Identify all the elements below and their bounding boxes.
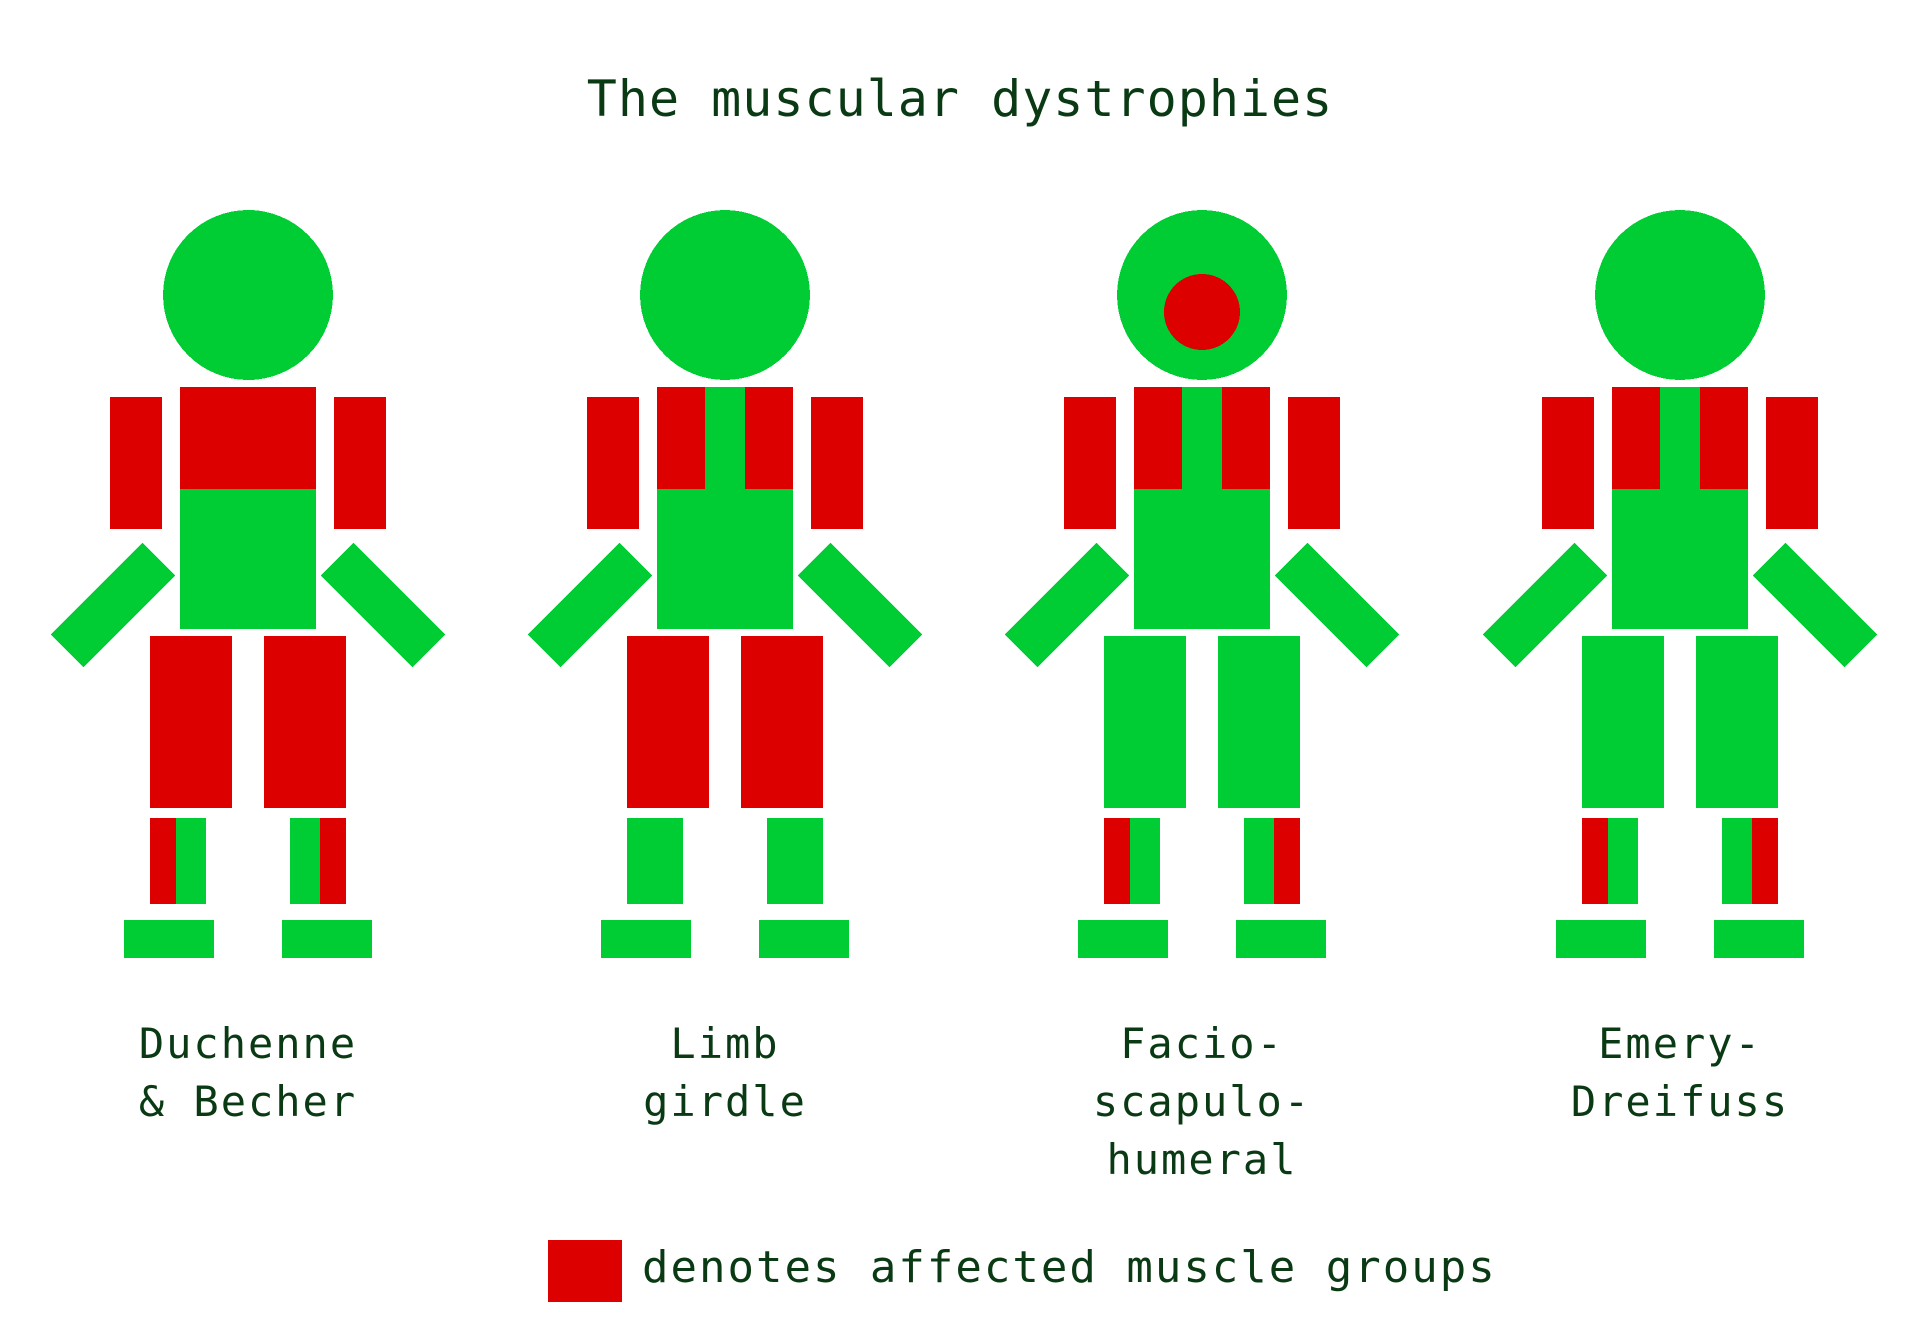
figure-3 bbox=[1005, 210, 1399, 958]
figure-label-line: Dreifuss bbox=[1500, 1073, 1860, 1131]
figure-label-line: Duchenne bbox=[68, 1015, 428, 1073]
head bbox=[163, 210, 333, 380]
thigh-right bbox=[1218, 636, 1300, 808]
shin-left-outer bbox=[1582, 818, 1608, 904]
foot-left bbox=[1556, 920, 1646, 958]
thigh-left bbox=[1104, 636, 1186, 808]
shoulder-right bbox=[1222, 387, 1270, 491]
legend-swatch-affected bbox=[548, 1240, 622, 1302]
figure-label-4: Emery-Dreifuss bbox=[1500, 1015, 1860, 1131]
shin-left-outer bbox=[150, 818, 176, 904]
figure-label-3: Facio-scapulo-humeral bbox=[1022, 1015, 1382, 1189]
thigh-right bbox=[1696, 636, 1778, 808]
abdomen bbox=[1612, 489, 1748, 629]
chest bbox=[180, 387, 316, 491]
figure-label-line: humeral bbox=[1022, 1131, 1382, 1189]
figure-1 bbox=[51, 210, 445, 958]
thigh-left bbox=[150, 636, 232, 808]
foot-left bbox=[601, 920, 691, 958]
upper-arm-right bbox=[811, 397, 863, 529]
shoulder-left bbox=[1134, 387, 1182, 491]
shoulder-left bbox=[1612, 387, 1660, 491]
foot-left bbox=[1078, 920, 1168, 958]
abdomen bbox=[657, 489, 793, 629]
upper-arm-right bbox=[1288, 397, 1340, 529]
upper-arm-left bbox=[1542, 397, 1594, 529]
figure-2 bbox=[528, 210, 922, 958]
foot-right bbox=[759, 920, 849, 958]
shoulder-left bbox=[657, 387, 705, 491]
shin-right-outer bbox=[320, 818, 346, 904]
foot-right bbox=[1714, 920, 1804, 958]
thigh-right bbox=[741, 636, 823, 808]
thigh-left bbox=[627, 636, 709, 808]
abdomen bbox=[1134, 489, 1270, 629]
thigh-left bbox=[1582, 636, 1664, 808]
legend-text: denotes affected muscle groups bbox=[642, 1242, 1497, 1293]
thigh-right bbox=[264, 636, 346, 808]
shin-left-outer bbox=[1104, 818, 1130, 904]
figure-label-line: girdle bbox=[545, 1073, 905, 1131]
foot-right bbox=[282, 920, 372, 958]
foot-left bbox=[124, 920, 214, 958]
upper-arm-left bbox=[110, 397, 162, 529]
figure-label-1: Duchenne& Becher bbox=[68, 1015, 428, 1131]
figure-label-line: Limb bbox=[545, 1015, 905, 1073]
figure-label-line: scapulo- bbox=[1022, 1073, 1382, 1131]
figure-label-line: Facio- bbox=[1022, 1015, 1382, 1073]
upper-arm-left bbox=[587, 397, 639, 529]
foot-right bbox=[1236, 920, 1326, 958]
upper-arm-left bbox=[1064, 397, 1116, 529]
shin-right-outer bbox=[1274, 818, 1300, 904]
shin-right-outer bbox=[1752, 818, 1778, 904]
abdomen bbox=[180, 489, 316, 629]
upper-arm-right bbox=[1766, 397, 1818, 529]
shin-right bbox=[767, 818, 823, 904]
figure-label-line: Emery- bbox=[1500, 1015, 1860, 1073]
head bbox=[1595, 210, 1765, 380]
head bbox=[640, 210, 810, 380]
upper-arm-right bbox=[334, 397, 386, 529]
face-affected bbox=[1164, 274, 1240, 350]
shin-left bbox=[627, 818, 683, 904]
shoulder-right bbox=[1700, 387, 1748, 491]
shoulder-right bbox=[745, 387, 793, 491]
figure-label-line: & Becher bbox=[68, 1073, 428, 1131]
figure-4 bbox=[1483, 210, 1877, 958]
